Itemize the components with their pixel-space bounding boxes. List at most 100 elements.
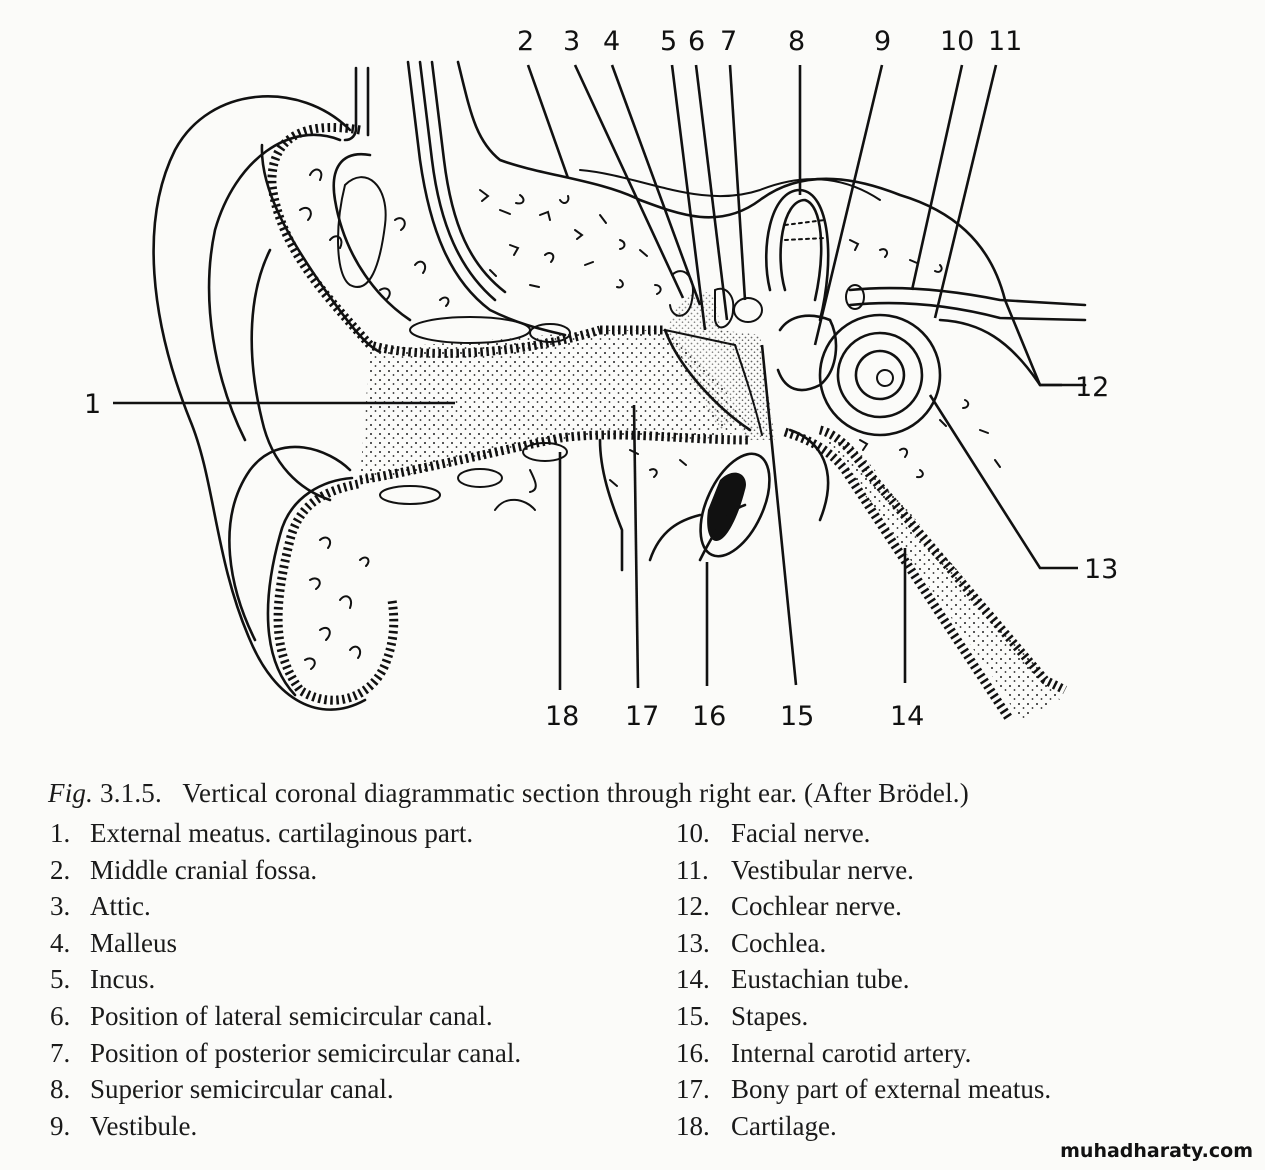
legend-item: 5. Incus. bbox=[50, 961, 521, 998]
legend-number: 7. bbox=[50, 1037, 71, 1068]
legend-number: 16. bbox=[676, 1037, 710, 1068]
legend-item: 17. Bony part of external meatus. bbox=[676, 1071, 1051, 1108]
callout-6: 6 bbox=[688, 26, 705, 57]
legend-label: Attic. bbox=[90, 891, 151, 922]
legend-label: Vestibular nerve. bbox=[731, 854, 914, 885]
callout-2: 2 bbox=[517, 26, 534, 57]
legend-item: 7. Position of posterior semicircular can… bbox=[50, 1035, 521, 1072]
legend-label: Superior semicircular canal. bbox=[90, 1074, 394, 1105]
legend-label: Position of posterior semicircular canal… bbox=[90, 1037, 522, 1068]
callout-18: 18 bbox=[545, 701, 579, 732]
watermark: muhadharaty.com bbox=[1060, 1140, 1253, 1162]
callout-14: 14 bbox=[890, 701, 924, 732]
legend-number: 5. bbox=[50, 964, 71, 995]
legend-item: 15. Stapes. bbox=[676, 998, 1051, 1035]
legend-label: Cochlear nerve. bbox=[731, 891, 902, 922]
callout-12: 12 bbox=[1075, 372, 1109, 403]
legend-number: 12. bbox=[676, 891, 710, 922]
leader-5 bbox=[670, 64, 707, 331]
leader-lines bbox=[113, 64, 1078, 690]
leader-4 bbox=[610, 64, 702, 306]
legend-label: External meatus. cartilaginous part. bbox=[90, 818, 474, 848]
legend-number: 14. bbox=[676, 964, 710, 995]
legend-label: Incus. bbox=[90, 964, 156, 995]
callout-17: 17 bbox=[625, 701, 659, 732]
legend-number: 17. bbox=[676, 1074, 710, 1105]
legend-item: 14. Eustachian tube. bbox=[676, 961, 1051, 998]
callout-8: 8 bbox=[788, 26, 805, 57]
legend-item: 13. Cochlea. bbox=[676, 925, 1051, 962]
leader-10 bbox=[910, 64, 964, 291]
legend-item: 4. Malleus bbox=[50, 925, 521, 962]
legend-label: Malleus bbox=[90, 927, 177, 958]
legend-item: 1. External meatus. cartilaginous part. bbox=[50, 815, 521, 852]
callout-16: 16 bbox=[692, 701, 726, 732]
legend-item: 11. Vestibular nerve. bbox=[676, 852, 1051, 889]
callout-numbers: 1 2 3 4 5 6 7 8 9 10 11 12 13 14 15 16 1… bbox=[84, 26, 1118, 732]
callout-9: 9 bbox=[874, 26, 891, 57]
legend-label: Eustachian tube. bbox=[731, 964, 910, 995]
leader-3 bbox=[573, 64, 685, 299]
figure-caption: Fig. 3.1.5. Vertical coronal diagrammati… bbox=[48, 778, 969, 809]
callout-4: 4 bbox=[603, 26, 620, 57]
legend-label: Position of lateral semicircular canal. bbox=[90, 1000, 493, 1031]
legend-number: 9. bbox=[50, 1110, 71, 1141]
legend-number: 1. bbox=[50, 818, 71, 848]
legend-label: Middle cranial fossa. bbox=[90, 854, 318, 885]
leader-11 bbox=[933, 64, 998, 319]
legend-item: 10. Facial nerve. bbox=[676, 815, 1051, 852]
legend-label: Bony part of external meatus. bbox=[731, 1074, 1052, 1105]
caption-prefix: Fig. bbox=[48, 778, 94, 808]
legend-number: 15. bbox=[676, 1000, 710, 1031]
leader-7 bbox=[728, 64, 747, 301]
cochlea bbox=[818, 313, 942, 437]
legend-item: 8. Superior semicircular canal. bbox=[50, 1071, 521, 1108]
legend-number: 2. bbox=[50, 854, 71, 885]
legend-label: Facial nerve. bbox=[731, 818, 871, 848]
leader-15 bbox=[760, 344, 798, 686]
legend-label: Cartilage. bbox=[731, 1110, 837, 1141]
callout-10: 10 bbox=[940, 26, 974, 57]
legend-item: 3. Attic. bbox=[50, 888, 521, 925]
lower-cartilage bbox=[266, 442, 568, 705]
callout-13: 13 bbox=[1084, 554, 1118, 585]
caption-number: 3.1.5. bbox=[100, 778, 162, 808]
legend-item: 18. Cartilage. bbox=[676, 1108, 1051, 1145]
legend-item: 12. Cochlear nerve. bbox=[676, 888, 1051, 925]
caption-text: Vertical coronal diagrammatic section th… bbox=[182, 778, 969, 808]
leader-6 bbox=[694, 64, 729, 321]
legend-number: 8. bbox=[50, 1074, 71, 1105]
leader-9 bbox=[813, 64, 884, 346]
legend-number: 6. bbox=[50, 1000, 71, 1031]
legend-item: 16. Internal carotid artery. bbox=[676, 1035, 1051, 1072]
callout-7: 7 bbox=[720, 26, 737, 57]
legend-number: 4. bbox=[50, 927, 71, 958]
legend-number: 13. bbox=[676, 927, 710, 958]
leader-13 bbox=[928, 394, 1078, 570]
callout-3: 3 bbox=[563, 26, 580, 57]
legend-item: 9. Vestibule. bbox=[50, 1108, 521, 1145]
legend-right-column: 10. Facial nerve. 11. Vestibular nerve. 12… bbox=[676, 815, 1051, 1144]
middle-ear bbox=[665, 270, 775, 440]
legend-item: 6. Position of lateral semicircular canal… bbox=[50, 998, 521, 1035]
callout-5: 5 bbox=[660, 26, 677, 57]
legend-label: Vestibule. bbox=[90, 1110, 198, 1141]
legend-label: Cochlea. bbox=[731, 927, 827, 958]
inner-ear bbox=[764, 188, 1087, 437]
ear-section-diagram: 1 2 3 4 5 6 7 8 9 10 11 12 13 14 15 16 1… bbox=[84, 26, 1118, 732]
legend-number: 3. bbox=[50, 891, 71, 922]
temporal-bone bbox=[406, 60, 1087, 487]
legend-number: 10. bbox=[676, 818, 710, 848]
legend-label: Stapes. bbox=[731, 1000, 809, 1031]
carotid-and-tube bbox=[598, 425, 1068, 723]
legend-number: 11. bbox=[676, 854, 709, 885]
callout-15: 15 bbox=[780, 701, 814, 732]
callout-1: 1 bbox=[84, 389, 101, 420]
legend-label: Internal carotid artery. bbox=[731, 1037, 972, 1068]
legend-left-column: 1. External meatus. cartilaginous part. 2… bbox=[50, 815, 521, 1144]
legend-item: 2. Middle cranial fossa. bbox=[50, 852, 521, 889]
leader-2 bbox=[526, 64, 570, 179]
leader-17 bbox=[632, 404, 640, 689]
callout-11: 11 bbox=[988, 26, 1022, 57]
legend-number: 18. bbox=[676, 1110, 710, 1141]
